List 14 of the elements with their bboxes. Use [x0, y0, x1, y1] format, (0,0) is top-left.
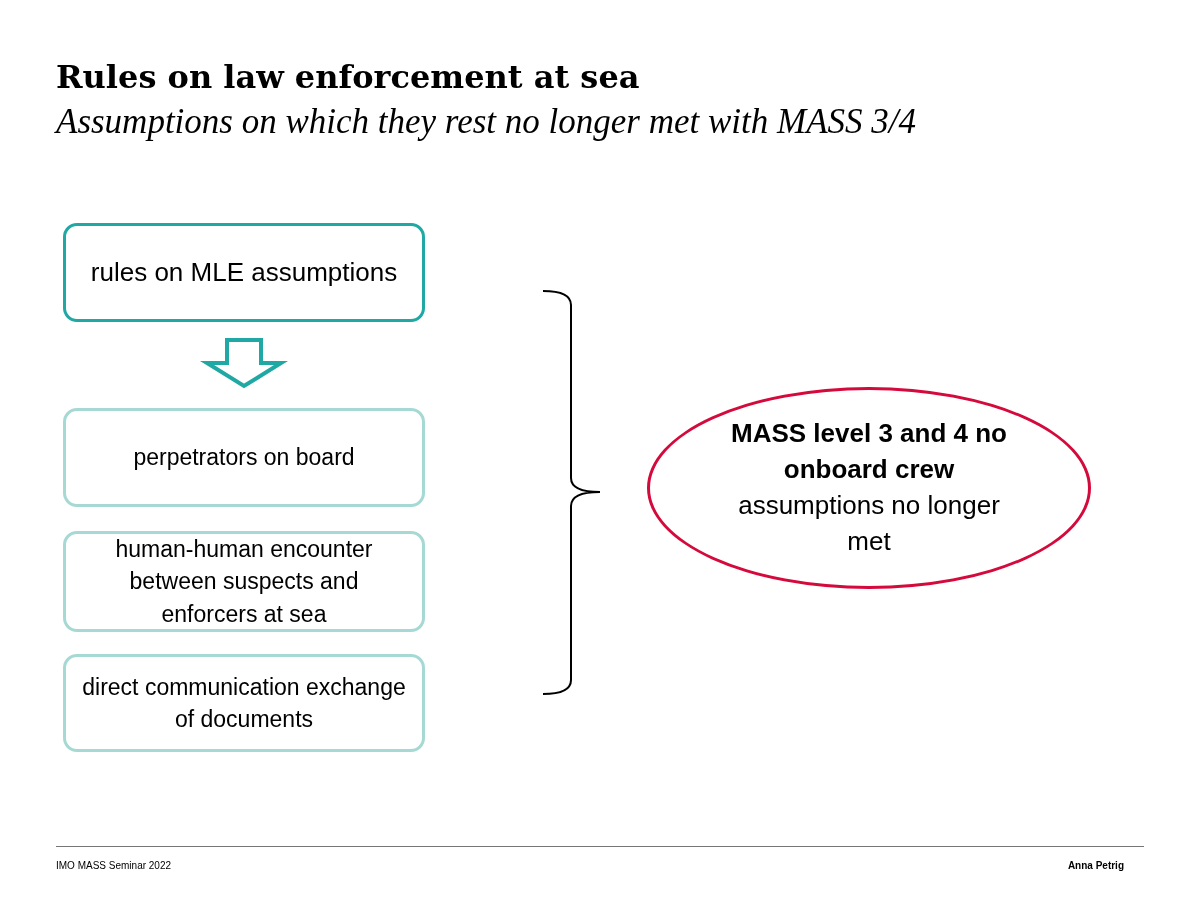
- slide-title: Rules on law enforcement at sea: [56, 58, 640, 96]
- box-text: human-human encounter between suspects and enforcers at sea: [114, 535, 374, 629]
- box-text: perpetrators on board: [133, 443, 355, 473]
- assumption-box: [63, 408, 425, 507]
- heading-box: [63, 223, 425, 322]
- assumption-box: [63, 531, 425, 632]
- ellipse-text: assumptions no longer met: [737, 489, 1001, 558]
- footer-text: IMO MASS Seminar 2022: [56, 860, 172, 871]
- box-text: rules on MLE assumptions: [90, 256, 398, 290]
- author-name: Anna Petrig: [1067, 860, 1124, 871]
- block-arrow: [200, 338, 288, 389]
- box-text: direct communication exchange of documents: [82, 672, 406, 734]
- assumption-box: [63, 654, 425, 752]
- slide-subtitle: Assumptions on which they rest no longer met with MASS 3/4: [56, 102, 917, 142]
